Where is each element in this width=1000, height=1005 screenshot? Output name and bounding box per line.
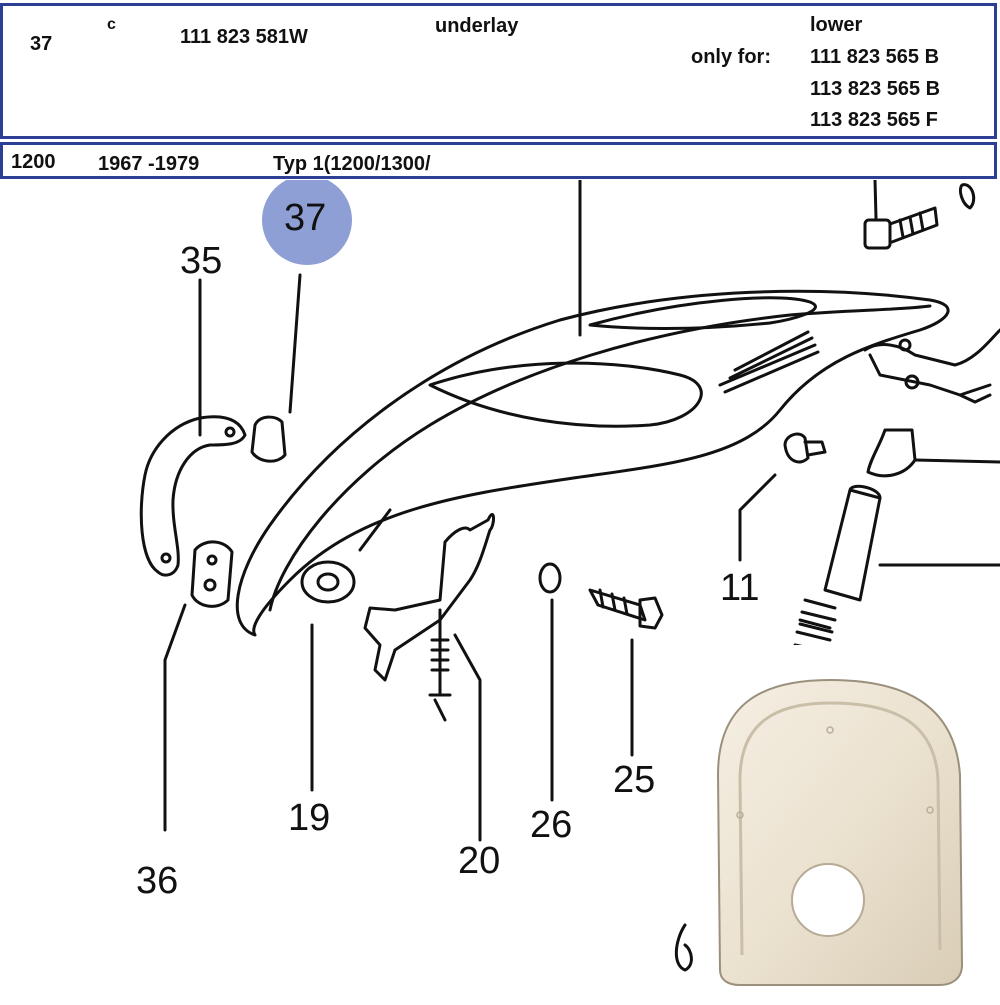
callout-19: 19 xyxy=(288,797,330,839)
underlay-product-photo xyxy=(700,645,1000,1000)
highlight-circle xyxy=(262,180,352,265)
part-code: c xyxy=(107,16,116,33)
only-for-item: 111 823 565 B xyxy=(810,46,940,68)
stray-mark xyxy=(674,923,693,972)
callout-37: 37 xyxy=(284,197,326,239)
callout-25: 25 xyxy=(613,759,655,801)
only-for-label: only for: xyxy=(691,46,771,68)
grab-handle-part-35 xyxy=(139,278,247,577)
exploded-parts-diagram: 37 35 36 19 20 26 25 11 xyxy=(136,180,1000,972)
part-name: underlay xyxy=(435,15,519,37)
part-number: 111 823 581W xyxy=(180,26,308,48)
washer-part-19 xyxy=(300,560,356,792)
callout-26: 26 xyxy=(530,804,572,846)
pad-part-36 xyxy=(163,540,234,832)
washer-part-26 xyxy=(538,562,562,802)
spring-cylinder xyxy=(793,484,1000,654)
underlay-photo-image xyxy=(716,678,964,986)
callout-35: 35 xyxy=(180,240,222,282)
only-for-item: 113 823 565 B xyxy=(810,78,941,100)
callout-11: 11 xyxy=(720,567,759,609)
clip-right xyxy=(866,428,1000,478)
bolt-part-25 xyxy=(588,588,664,757)
part-info-box: 37 c 111 823 581W underlay lower only fo… xyxy=(0,3,997,139)
vehicle-type: Typ 1(1200/1300/ xyxy=(273,153,431,175)
pin-part-11 xyxy=(738,432,827,562)
latch-bracket xyxy=(863,328,1000,404)
engine-size: 1200 xyxy=(11,151,56,173)
bolt-top xyxy=(863,180,976,250)
only-for-item: 113 823 565 F xyxy=(810,109,938,131)
callout-36: 36 xyxy=(136,860,178,902)
spring-lower xyxy=(798,598,837,634)
armrest-body xyxy=(235,180,950,637)
callout-20: 20 xyxy=(458,840,500,882)
hook-bracket-part-20 xyxy=(363,513,495,842)
year-range: 1967 -1979 xyxy=(98,153,200,175)
pad-small xyxy=(250,273,302,463)
position-number: 37 xyxy=(30,33,53,55)
part-note: lower xyxy=(810,14,863,36)
model-bar: 1200 1967 -1979 Typ 1(1200/1300/ xyxy=(0,142,997,179)
